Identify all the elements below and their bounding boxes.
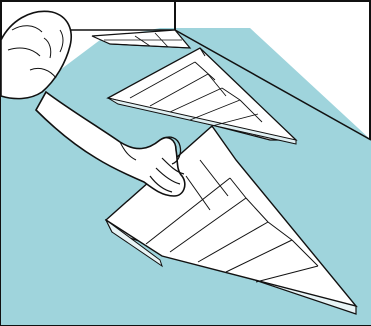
floor-installation-diagram	[0, 0, 371, 326]
parquet-installation-illustration	[0, 0, 371, 326]
